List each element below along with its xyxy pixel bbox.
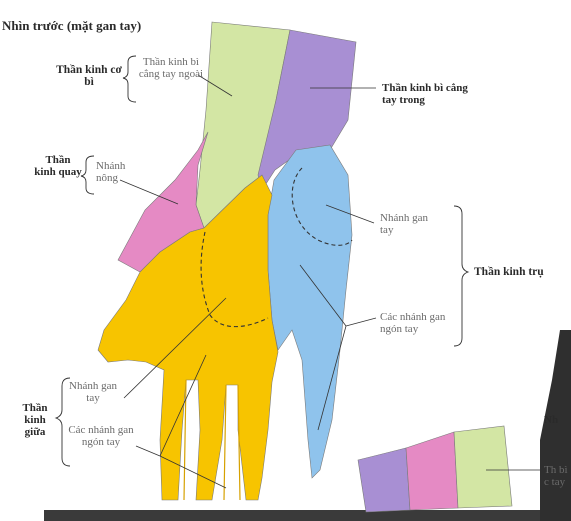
medial-cutaneous-region — [257, 29, 357, 191]
leader-median-digital-3 — [159, 455, 227, 489]
label-ulnar-palmar-branch: Nhánh gan tay — [380, 212, 428, 236]
inset-musculo-strip — [453, 425, 513, 509]
label-ulnar-nerve: Thần kinh trụ — [474, 266, 544, 278]
leader-ulnar-palmar — [325, 204, 375, 224]
ulnar-region — [267, 144, 353, 479]
diagram-title: Nhìn trước (mặt gan tay) — [2, 18, 142, 33]
bracket-musculo — [122, 55, 137, 103]
right-dark-corner — [540, 330, 571, 521]
inset-radial-strip — [405, 431, 459, 511]
bracket-median — [54, 377, 71, 467]
leader-ulnar-digital-3 — [317, 325, 347, 431]
label-radial-nerve: Thần kinh quay — [34, 154, 82, 178]
bottom-dark-band — [44, 510, 571, 521]
leader-lat-forearm — [197, 74, 233, 97]
bracket-radial — [80, 155, 95, 195]
label-inset-header-partial: Nh — [544, 414, 559, 426]
label-medial-forearm-cutaneous: Thần kinh bì cẳng tay trong — [382, 82, 468, 106]
label-lateral-forearm-cutaneous: Thần kinh bì cẳng tay ngoài — [138, 56, 204, 80]
leader-median-palmar — [123, 297, 227, 399]
median-region — [97, 174, 279, 501]
leader-ulnar-digital-2 — [299, 264, 347, 327]
leader-median-digital-1 — [135, 445, 161, 457]
leader-ulnar-digital-1 — [345, 317, 377, 327]
label-median-nerve: Thần kinh giữa — [22, 402, 48, 438]
label-inset-side-partial: Th bì c tay — [544, 464, 568, 488]
leader-superficial — [119, 179, 179, 205]
bracket-ulnar — [453, 205, 470, 347]
label-superficial-branch: Nhánh nông — [96, 160, 126, 184]
label-median-palmar-branch: Nhánh gan tay — [69, 380, 117, 404]
inset-medial-strip — [357, 447, 411, 513]
label-musculocutaneous-nerve: Thần kinh cơ bì — [56, 64, 122, 88]
median-palmar-dashed-outline — [200, 231, 269, 328]
leader-median-digital-2 — [159, 354, 207, 457]
label-median-digital-branches: Các nhánh gan ngón tay — [68, 424, 134, 448]
label-ulnar-digital-branches: Các nhánh gan ngón tay — [380, 311, 446, 335]
